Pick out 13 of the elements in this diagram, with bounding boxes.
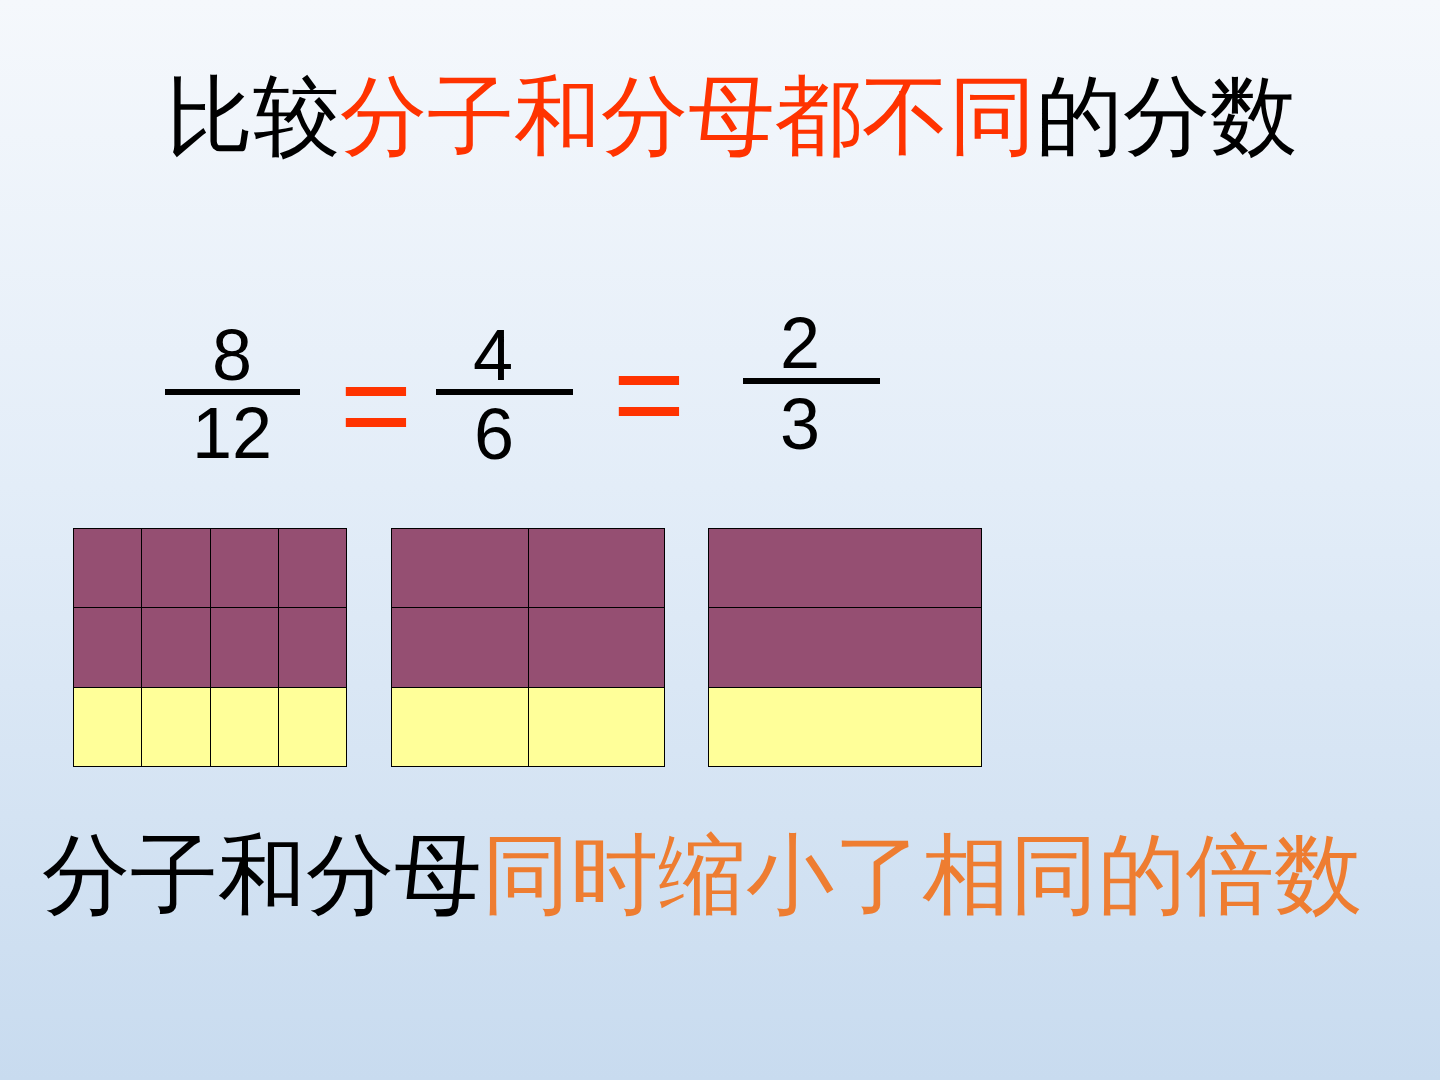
heading: 比较分子和分母都不同的分数 [165, 69, 1297, 165]
equals-sign: = [339, 380, 413, 431]
fraction-grid [708, 528, 981, 766]
numerator: 8 [212, 326, 252, 385]
denominator: 6 [474, 405, 514, 464]
denominator: 3 [780, 395, 820, 454]
equals-sign: = [612, 369, 686, 420]
numerator: 2 [780, 315, 820, 373]
numerator: 4 [473, 326, 513, 385]
denominator: 12 [191, 405, 273, 463]
conclusion-text: 分子和分母同时缩小了相同的倍数 [42, 826, 1362, 924]
fraction-grid [73, 528, 346, 766]
fraction-grid [391, 528, 664, 766]
